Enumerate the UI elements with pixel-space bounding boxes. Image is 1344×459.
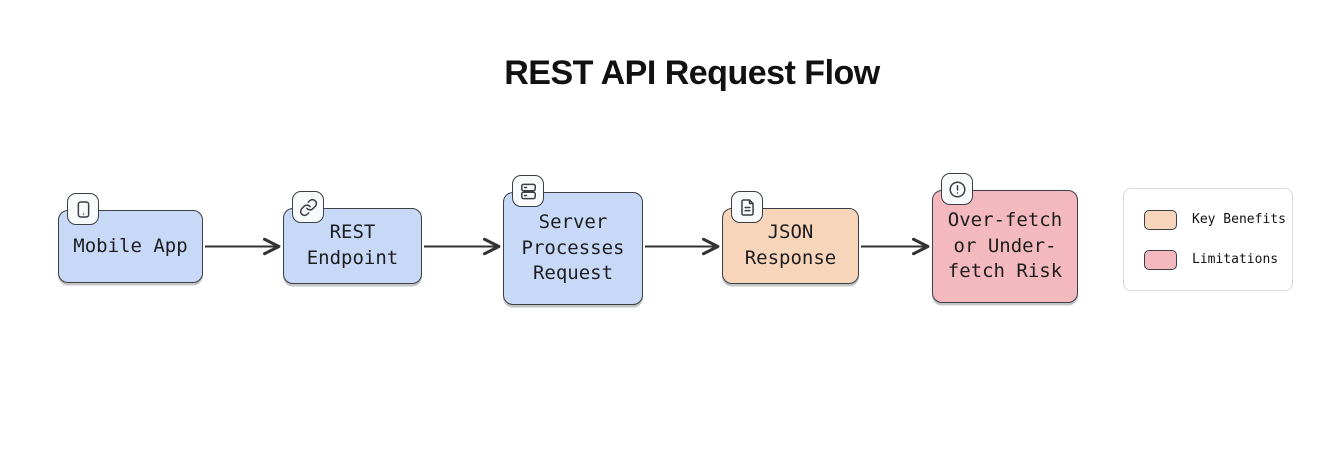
- legend-swatch-key-benefits: [1144, 209, 1177, 230]
- flow-node-rest-endpoint: REST Endpoint: [283, 191, 422, 284]
- legend-item: Limitations: [1144, 249, 1292, 270]
- file-text-icon: [740, 198, 754, 216]
- flow-node-json-response: JSON Response: [722, 191, 859, 284]
- node-label: REST Endpoint: [306, 221, 399, 269]
- node-label: Server Processes Request: [521, 210, 625, 285]
- node-badge: [941, 173, 973, 205]
- flow-node-overfetch-underfetch-risk: Over-fetch or Under-fetch Risk: [932, 173, 1078, 303]
- smartphone-icon: [77, 200, 89, 218]
- node-badge: [67, 193, 99, 225]
- node-badge: [292, 191, 324, 223]
- flow-node-mobile-app: Mobile App: [58, 193, 203, 283]
- node-label: Over-fetch or Under-fetch Risk: [947, 208, 1063, 283]
- legend-swatch-limitations: [1144, 249, 1177, 270]
- link-icon: [299, 198, 317, 216]
- node-label: Mobile App: [73, 234, 188, 257]
- legend-label: Limitations: [1192, 252, 1279, 267]
- flow-node-server-processes-request: Server Processes Request: [503, 175, 643, 305]
- node-label: JSON Response: [744, 221, 837, 269]
- legend: Key Benefits Limitations: [1123, 188, 1293, 291]
- node-badge: [731, 191, 763, 223]
- legend-label: Key Benefits: [1192, 212, 1286, 227]
- legend-item: Key Benefits: [1144, 209, 1292, 230]
- node-badge: [512, 175, 544, 207]
- page-title: REST API Request Flow: [504, 54, 880, 92]
- server-icon: [520, 183, 536, 199]
- alert-circle-icon: [948, 180, 966, 198]
